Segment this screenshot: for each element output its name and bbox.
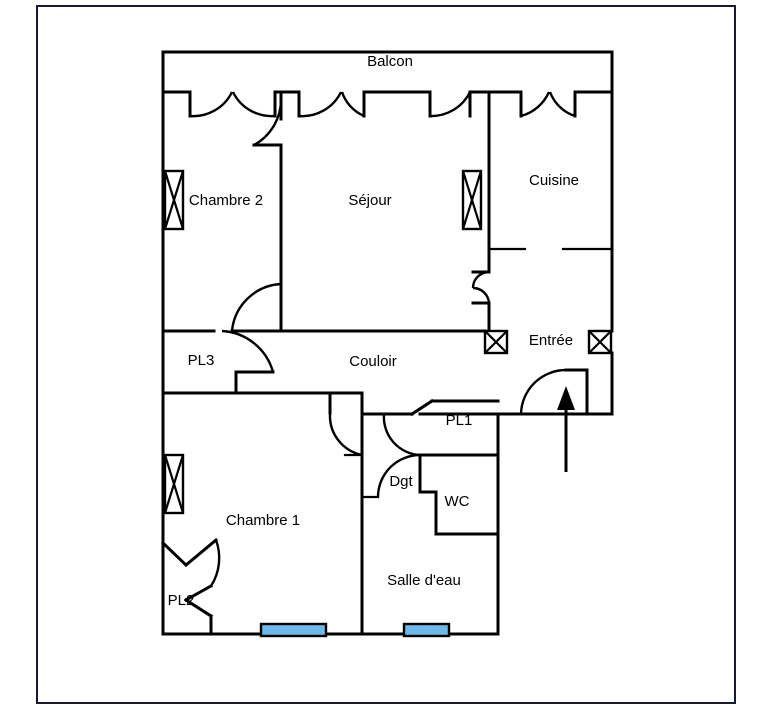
room-label-dgt: Dgt (389, 473, 413, 490)
page-frame (36, 5, 736, 704)
room-label-pl1: PL1 (446, 412, 473, 429)
wall-symbol-sejour-window (461, 169, 483, 231)
pl1-closet (382, 398, 500, 457)
room-label-salledeau: Salle d'eau (387, 572, 461, 589)
room-label-pl3: PL3 (188, 352, 215, 369)
room-label-balcon: Balcon (367, 53, 413, 70)
window-salledeau (402, 622, 451, 638)
window-chambre1 (259, 622, 328, 638)
dgt-area (360, 453, 500, 543)
room-label-sejour: Séjour (348, 192, 391, 209)
chambre2-sejour-partition (161, 90, 283, 333)
pl3-couloir-walls (161, 329, 332, 395)
wall-symbol-entree-left (483, 329, 509, 355)
wall-symbol-chambre2-window (163, 169, 185, 231)
entrance-arrow (557, 386, 575, 472)
chambre1-door (328, 391, 364, 457)
wall-symbol-chambre1-window (163, 453, 185, 515)
balcon-door-arcs (188, 90, 577, 118)
couloir-bottom-wall (328, 391, 500, 416)
pl2-closet (160, 537, 221, 636)
room-label-entree: Entrée (529, 332, 573, 349)
balcon-walls (161, 50, 614, 94)
room-label-chambre2: Chambre 2 (189, 192, 263, 209)
room-label-cuisine: Cuisine (529, 172, 579, 189)
room-label-pl2: PL2 (168, 592, 195, 609)
sejour-cuisine-partition (471, 90, 614, 333)
room-label-wc: WC (445, 493, 470, 510)
room-label-chambre1: Chambre 1 (226, 512, 300, 529)
room-label-couloir: Couloir (349, 353, 397, 370)
wall-symbol-entree-right (587, 329, 613, 355)
entrance-door (496, 368, 589, 416)
